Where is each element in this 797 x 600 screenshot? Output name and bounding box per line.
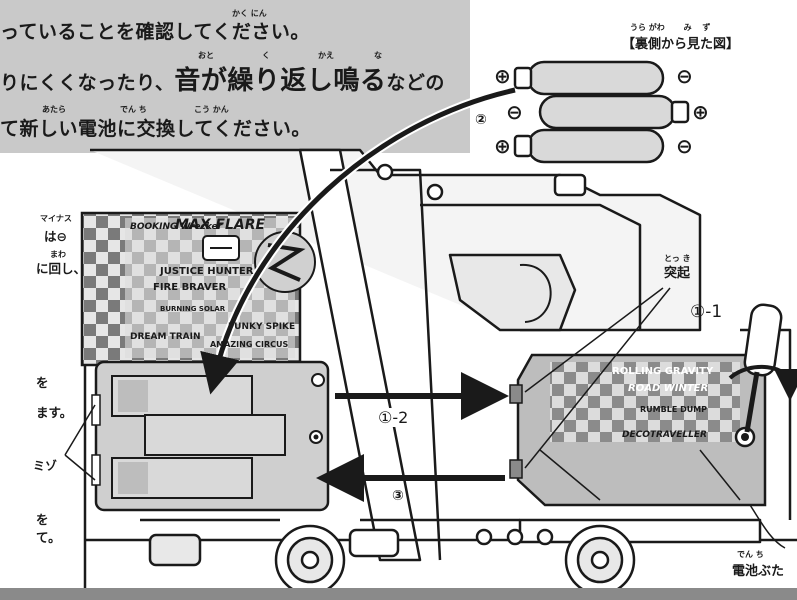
ruby-atara: あたら xyxy=(42,105,66,114)
screwdriver xyxy=(728,303,797,433)
step-3-label: ③ xyxy=(392,488,404,504)
pointer-lines xyxy=(64,287,786,549)
battery-compartment xyxy=(91,360,330,512)
rear-view-title: 【裏側から見た図】 xyxy=(622,37,740,52)
decal-burning-solar: BURNING SOLAR xyxy=(160,305,226,313)
ruby-minus: マイナス xyxy=(40,214,72,223)
battery-cover-label: 電池ぶた xyxy=(732,564,785,579)
decal-fire-braver: FIRE BRAVER xyxy=(153,282,227,293)
ruby-kakunin: かく にん xyxy=(232,9,267,18)
batteries-rear-view xyxy=(513,60,690,164)
step-1-1-label: ①-1 xyxy=(690,302,723,322)
ruby-na: な xyxy=(374,51,382,60)
plus-sign-battery-3: ⊕ xyxy=(494,134,511,158)
side-text-ha: は⊖ xyxy=(44,226,67,245)
decal-funky-spike: FUNKY SPIKE xyxy=(228,322,296,332)
ruby-ku: く xyxy=(262,51,270,60)
plus-sign-battery-1: ⊕ xyxy=(494,64,511,88)
instruction-line-2c: などの xyxy=(386,72,445,94)
minus-sign-battery-1: ⊖ xyxy=(676,64,693,88)
tokki-ruby: とっ き xyxy=(664,254,691,263)
plus-sign-battery-2: ⊕ xyxy=(692,100,709,124)
decal-decotraveller: DECOTRAVELLER xyxy=(622,430,707,440)
instruction-line-2a: りにくくなったり、 xyxy=(0,72,175,94)
battery-cover xyxy=(509,353,767,507)
side-text-te: て。 xyxy=(36,530,61,545)
battery-cover-ruby: でん ち xyxy=(737,550,764,559)
tokki-label: 突起 xyxy=(664,266,691,281)
instruction-line-2: りにくくなったり、音が繰り返し鳴るなどの xyxy=(0,60,445,97)
vehicle-body xyxy=(83,148,797,590)
bottom-bar xyxy=(0,588,797,600)
step-2-label: ② xyxy=(475,112,487,128)
side-text-wo-2: を xyxy=(36,512,49,527)
ruby-kae: かえ xyxy=(318,51,334,60)
instruction-line-2b-emphasis: 音が繰り返し鳴る xyxy=(174,66,387,96)
decal-amazing-circus: AMAZING CIRCUS xyxy=(210,340,289,349)
decal-max-flare: MAX FLARE xyxy=(175,217,266,233)
ruby-oto: おと xyxy=(198,51,214,60)
side-text-wo-1: を xyxy=(36,375,49,390)
mizo-label: ミゾ xyxy=(33,459,58,473)
instruction-line-1: っていることを確認してください。 xyxy=(0,21,310,43)
instruction-banner: かく にん っていることを確認してください。 おと く かえ な りにくくなった… xyxy=(0,0,470,153)
wheels xyxy=(274,524,636,596)
side-text-ha-label: は xyxy=(44,229,57,244)
rear-view-ruby: うら がわ み ず xyxy=(630,23,711,32)
side-text-mawashi: に回し、 xyxy=(36,261,87,276)
instruction-line-3: て新しい電池に交換してください。 xyxy=(0,118,311,140)
ruby-koukan: こう かん xyxy=(194,105,229,114)
ruby-denchi: でん ち xyxy=(120,105,147,114)
decal-rumble-dump: RUMBLE DUMP xyxy=(640,405,708,414)
decal-booking-wrecker: BOOKING Wrecker xyxy=(130,222,223,232)
decal-justice-hunter: JUSTICE HUNTER xyxy=(160,266,254,277)
minus-inline-icon: ⊖ xyxy=(56,229,67,244)
ruby-mawa: まわ xyxy=(50,250,66,259)
decal-dream-train: DREAM TRAIN xyxy=(130,332,201,342)
decal-road-winter: ROAD WINTER xyxy=(628,383,709,394)
step-1-2-label: ①-2 xyxy=(378,408,409,427)
side-text-masu: ます。 xyxy=(36,405,73,420)
insert-arrow xyxy=(200,85,516,395)
decal-panel-left xyxy=(80,211,316,367)
minus-sign-battery-2: ⊖ xyxy=(506,100,523,124)
minus-sign-battery-3: ⊖ xyxy=(676,134,693,158)
decal-rolling-gravity: ROLLING GRAVITY xyxy=(612,366,714,377)
